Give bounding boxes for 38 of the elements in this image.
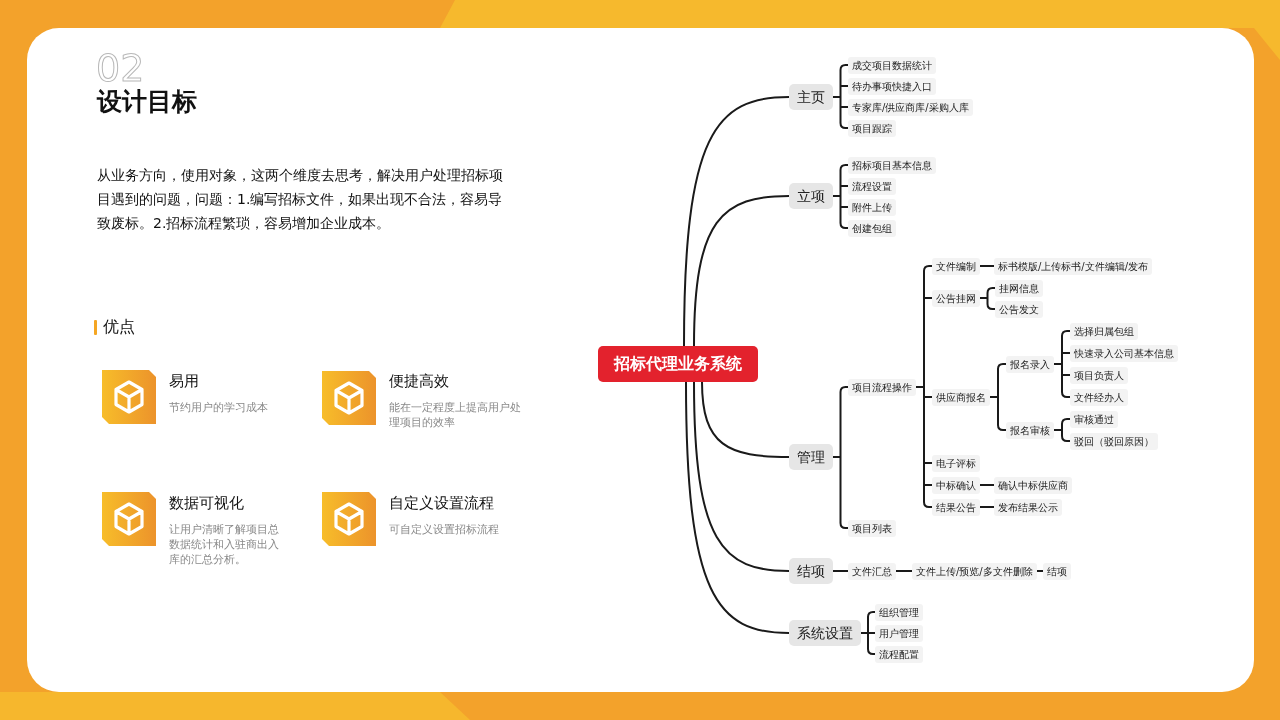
- branch-line: [683, 96, 790, 347]
- branch-topic: 结项: [789, 558, 833, 584]
- section-heading: 优点: [103, 316, 135, 338]
- branch-line: [860, 611, 876, 655]
- intro-paragraph: 从业务方向，使用对象，这两个维度去思考，解决用户处理招标项目遇到的问题，问题：1.编写招标文件，如果出现不合法，容易导致废标。2.招标流程繁琐，容易增加企业成本。: [97, 166, 504, 233]
- branch-line: [693, 381, 790, 572]
- branch-line: [1035, 570, 1044, 572]
- branch-line: [915, 265, 933, 508]
- branch-line: [832, 164, 849, 229]
- feature-description: 能在一定程度上提高用户处理项目的效率: [389, 400, 522, 430]
- branch-line: [989, 363, 1007, 431]
- branch-line: [979, 484, 995, 486]
- feature-description: 可自定义设置招标流程: [389, 522, 500, 537]
- branch-line: [895, 570, 913, 572]
- feature-title: 自定义设置流程: [389, 493, 494, 513]
- branch-topic: 管理: [789, 444, 833, 470]
- branch-line: [832, 64, 849, 129]
- branch-topic: 系统设置: [789, 620, 861, 646]
- feature-title: 易用: [169, 371, 199, 391]
- branch-topic: 立项: [789, 183, 833, 209]
- section-number: 02: [96, 48, 145, 88]
- branch-line: [1053, 330, 1071, 398]
- root-topic: 招标代理业务系统: [598, 346, 758, 382]
- page-title: 设计目标: [97, 86, 197, 118]
- feature-title: 数据可视化: [169, 493, 244, 513]
- branch-line: [701, 381, 790, 458]
- branch-line: [685, 381, 790, 634]
- branch-line: [979, 287, 996, 310]
- branch-line: [832, 386, 849, 529]
- branch-line: [979, 265, 995, 267]
- feature-description: 让用户清晰了解项目总数据统计和入驻商出入库的汇总分析。: [169, 522, 280, 567]
- feature-description: 节约用户的学习成本: [169, 400, 269, 415]
- branch-line: [979, 506, 995, 508]
- feature-title: 便捷高效: [389, 371, 449, 391]
- branch-line: [832, 570, 849, 572]
- branch-line: [693, 195, 790, 347]
- branch-topic: 主页: [789, 84, 833, 110]
- branch-line: [1053, 418, 1071, 442]
